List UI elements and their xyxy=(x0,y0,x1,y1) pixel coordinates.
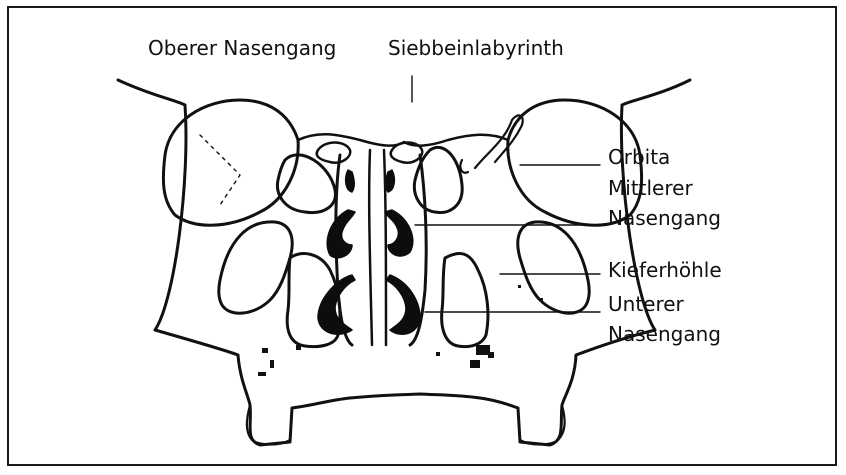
concha-superior-left xyxy=(346,170,355,192)
maxillary-right-upper xyxy=(518,222,590,313)
label-mittlerer-line2: Nasengang xyxy=(608,206,721,230)
label-siebbeinlabyrinth: Siebbeinlabyrinth xyxy=(388,36,564,60)
ethmoid-cell-right-top xyxy=(391,143,422,163)
orbit-left-detail xyxy=(200,135,240,205)
maxillary-left-upper xyxy=(219,222,293,313)
label-kieferhoehle: Kieferhöhle xyxy=(608,258,722,282)
ethmoid-cell-left-mid xyxy=(277,155,335,213)
pointer-lines xyxy=(412,76,600,312)
label-orbita: Orbita xyxy=(608,145,670,169)
label-unterer-line2: Nasengang xyxy=(608,322,721,346)
ethmoid-cell-left-top xyxy=(317,143,350,163)
right-alveolus xyxy=(520,405,565,445)
label-mittlerer-line1: Mittlerer xyxy=(608,176,693,200)
concha-inferior-left xyxy=(318,275,355,334)
concha-middle-right xyxy=(385,210,413,256)
maxillary-right-lower xyxy=(442,254,488,347)
skull-outline xyxy=(118,80,690,445)
label-oberer-nasengang: Oberer Nasengang xyxy=(148,36,336,60)
nasal-septum xyxy=(369,150,386,345)
orbit-right-detail2 xyxy=(460,160,468,173)
concha-inferior-right xyxy=(386,275,420,334)
concha-superior-right xyxy=(386,170,395,192)
label-unterer-line1: Unterer xyxy=(608,292,684,316)
concha-middle-left xyxy=(327,210,355,258)
